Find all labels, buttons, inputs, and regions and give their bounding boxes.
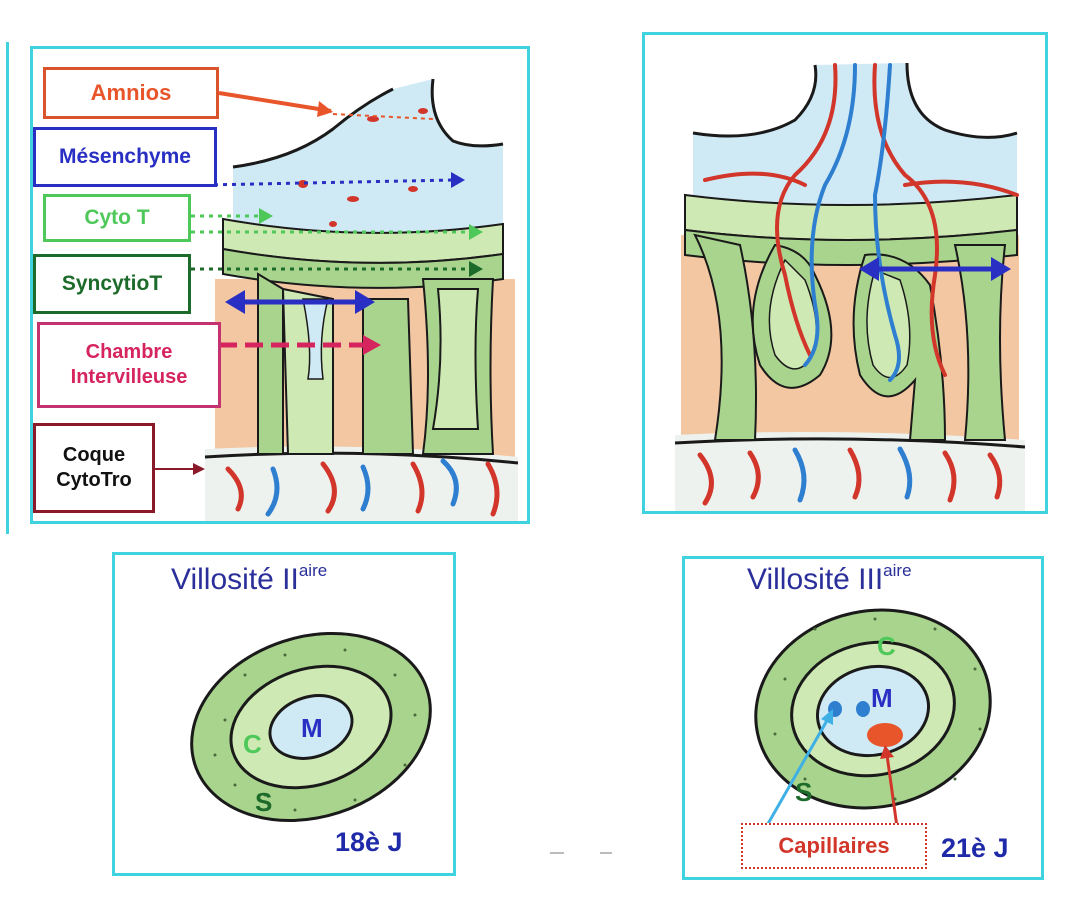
cyto-arrowhead-1 — [259, 208, 273, 224]
tertiary-villus-cross-section-panel: Villosité IIIaire M C S Capillaires 21è … — [682, 556, 1044, 880]
double-arrow-right — [355, 290, 375, 314]
amnios-dash — [332, 113, 434, 120]
capillary-red-arrowhead — [880, 745, 894, 759]
secondary-villus-cross-section-panel: Villosité IIaire M C S 18è J — [112, 552, 456, 876]
mesenchyme-cells — [298, 108, 428, 227]
coque-cytotro-label: Coque CytoTro — [33, 423, 155, 513]
villus-vessels — [703, 63, 1019, 382]
amnios-border-left — [692, 64, 818, 138]
capillary-blue-2 — [856, 701, 870, 717]
syncytio-t-label: SyncytioT — [33, 254, 191, 314]
syncytio-dots — [213, 648, 417, 812]
stray-mark-2 — [600, 852, 612, 854]
secondary-cyto-letter: C — [243, 729, 262, 759]
secondary-syncytio-letter: S — [255, 787, 273, 817]
secondary-mesenchyme-letter: M — [301, 713, 323, 743]
double-arrow-left — [225, 290, 245, 314]
double-arrow-left — [859, 257, 879, 281]
amnios-border-right — [905, 62, 1018, 139]
capillaires-label: Capillaires — [741, 823, 927, 869]
amnios-arrow — [218, 91, 332, 113]
secondary-villi-section-panel: Amnios Mésenchyme Cyto T SyncytioT Chamb… — [30, 46, 530, 524]
chambre-intervilleuse-label: Chambre Intervilleuse — [37, 322, 221, 408]
secondary-villus-diagram — [190, 631, 432, 823]
chambre-arrowhead — [363, 335, 381, 355]
secondary-day-label: 18è J — [335, 827, 403, 857]
amnios-label: Amnios — [43, 67, 219, 119]
mesenchyme-region — [233, 79, 503, 249]
cytotrophoblast-shell — [675, 431, 1025, 511]
double-arrow-right — [991, 257, 1011, 281]
capillary-red-arrow — [885, 754, 899, 828]
shell-vessels — [225, 458, 500, 517]
amnios-border-right — [430, 78, 504, 148]
cyto-t-label: Cyto T — [43, 194, 191, 242]
tertiary-mesenchyme-letter: M — [871, 683, 893, 713]
cytotrophoblast-shell — [205, 446, 518, 521]
mesenchyme-arrowhead — [451, 172, 465, 188]
mesenchyme-label: Mésenchyme — [33, 127, 217, 187]
tertiary-villi-diagram — [674, 62, 1026, 511]
tertiary-cyto-letter: C — [877, 631, 896, 661]
syncytio-arrowhead — [469, 261, 483, 277]
tertiary-syncytio-letter: S — [795, 777, 813, 807]
capillary-red — [867, 723, 903, 747]
tertiary-villus-diagram — [754, 608, 992, 830]
capillary-blue-arrow — [763, 716, 831, 830]
shell-vessels — [697, 446, 1003, 506]
left-edge-line — [6, 42, 9, 534]
tertiary-villi-section-panel — [642, 32, 1048, 514]
secondary-villi-diagram — [145, 78, 519, 521]
tertiary-villus-title: Villosité IIIaire — [747, 561, 912, 596]
syncytio-dots — [773, 617, 982, 801]
villus-columns — [257, 272, 495, 455]
cyto-arrowhead-2 — [469, 224, 483, 240]
coque-arrowhead — [193, 463, 205, 475]
amnios-border-left — [232, 87, 394, 169]
capillary-blue-arrowhead — [821, 709, 833, 725]
stray-mark — [550, 852, 564, 854]
mesenchyme-core — [268, 694, 354, 760]
tertiary-day-label: 21è J — [941, 833, 1009, 863]
secondary-villus-title: Villosité IIaire — [171, 561, 328, 596]
amnios-arrowhead — [317, 101, 333, 117]
